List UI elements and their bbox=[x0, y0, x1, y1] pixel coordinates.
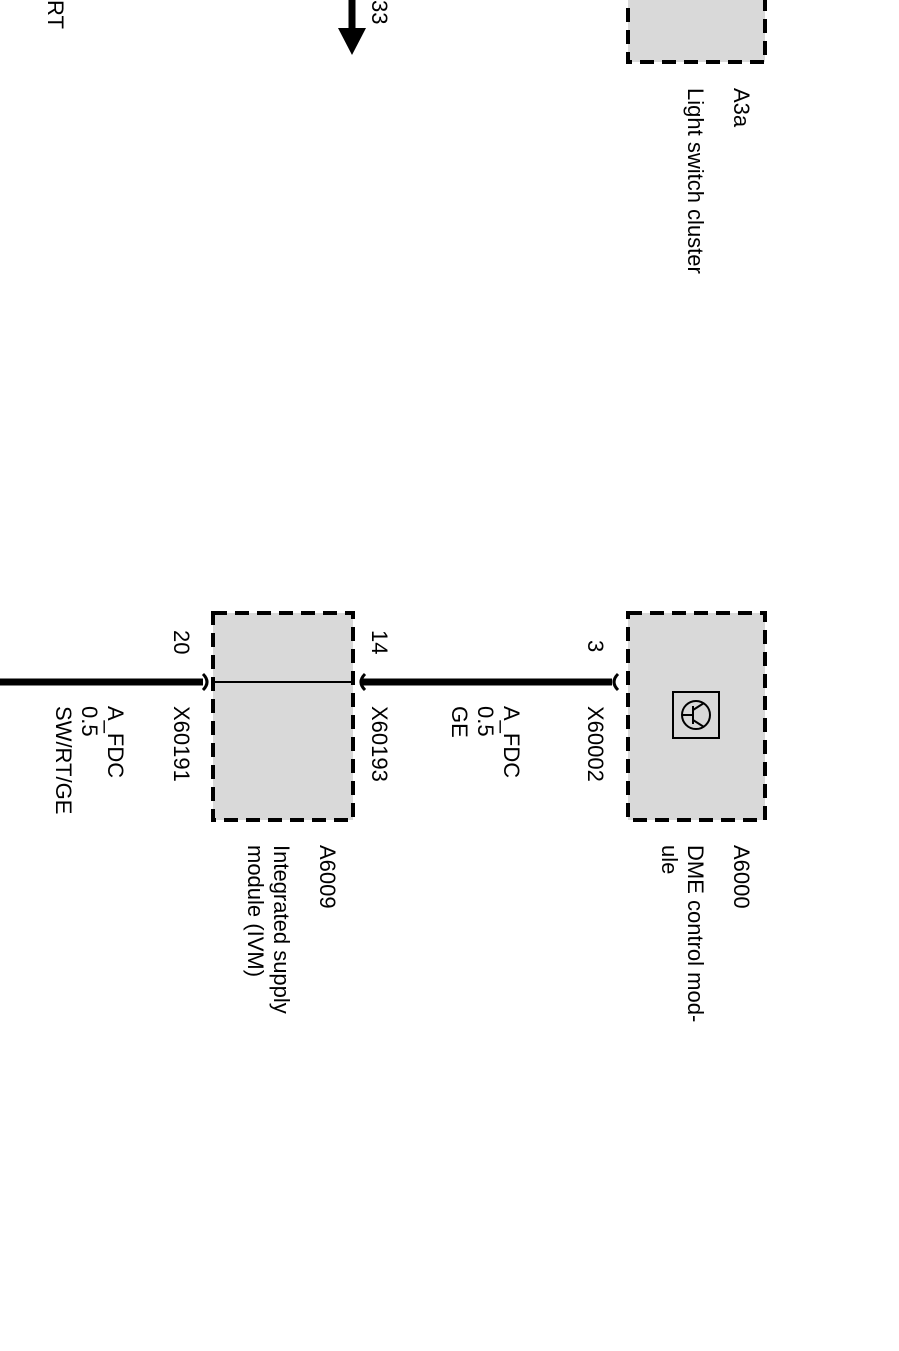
a6009-connector-top: X60193 bbox=[367, 706, 392, 782]
a6009-name-line1: Integrated supply bbox=[269, 845, 294, 1014]
pin-hook-a6000 bbox=[612, 672, 620, 692]
a6009-connector-bottom: X60191 bbox=[169, 706, 194, 782]
wire-lower-signal: A_FDC bbox=[103, 706, 128, 778]
a6000-pin: 3 bbox=[583, 640, 608, 652]
a6000-id: A6000 bbox=[729, 845, 754, 909]
a3a-id: A3a bbox=[729, 88, 754, 128]
a6009-name-line2: module (IVM) bbox=[243, 845, 268, 977]
a6009-id: A6009 bbox=[315, 845, 340, 909]
a3a-name: Light switch cluster bbox=[683, 88, 708, 274]
edge-label-left: RT bbox=[43, 0, 68, 29]
component-a3a[interactable] bbox=[626, 0, 767, 64]
transistor-icon bbox=[672, 691, 720, 739]
a6009-pin-bottom: 20 bbox=[169, 630, 194, 654]
component-a6009[interactable] bbox=[211, 611, 355, 822]
wire-lower-size: 0.5 bbox=[77, 706, 102, 737]
arrow-label: 33 bbox=[367, 0, 392, 24]
wire-lower-color: SW/RT/GE bbox=[51, 706, 76, 814]
pin-hook-a6009-bottom bbox=[201, 672, 209, 692]
wire-upper-size: 0.5 bbox=[473, 706, 498, 737]
component-a6000[interactable] bbox=[626, 611, 767, 822]
a6009-pin-top: 14 bbox=[367, 630, 392, 654]
wire-upper-signal: A_FDC bbox=[499, 706, 524, 778]
wire-upper-color: GE bbox=[447, 706, 472, 738]
a6000-connector: X60002 bbox=[583, 706, 608, 782]
pin-hook-a6009-top bbox=[359, 672, 367, 692]
down-arrow-icon bbox=[338, 0, 366, 55]
a6000-name-line2: ule bbox=[657, 845, 682, 874]
a6000-name-line1: DME control mod- bbox=[683, 845, 708, 1022]
